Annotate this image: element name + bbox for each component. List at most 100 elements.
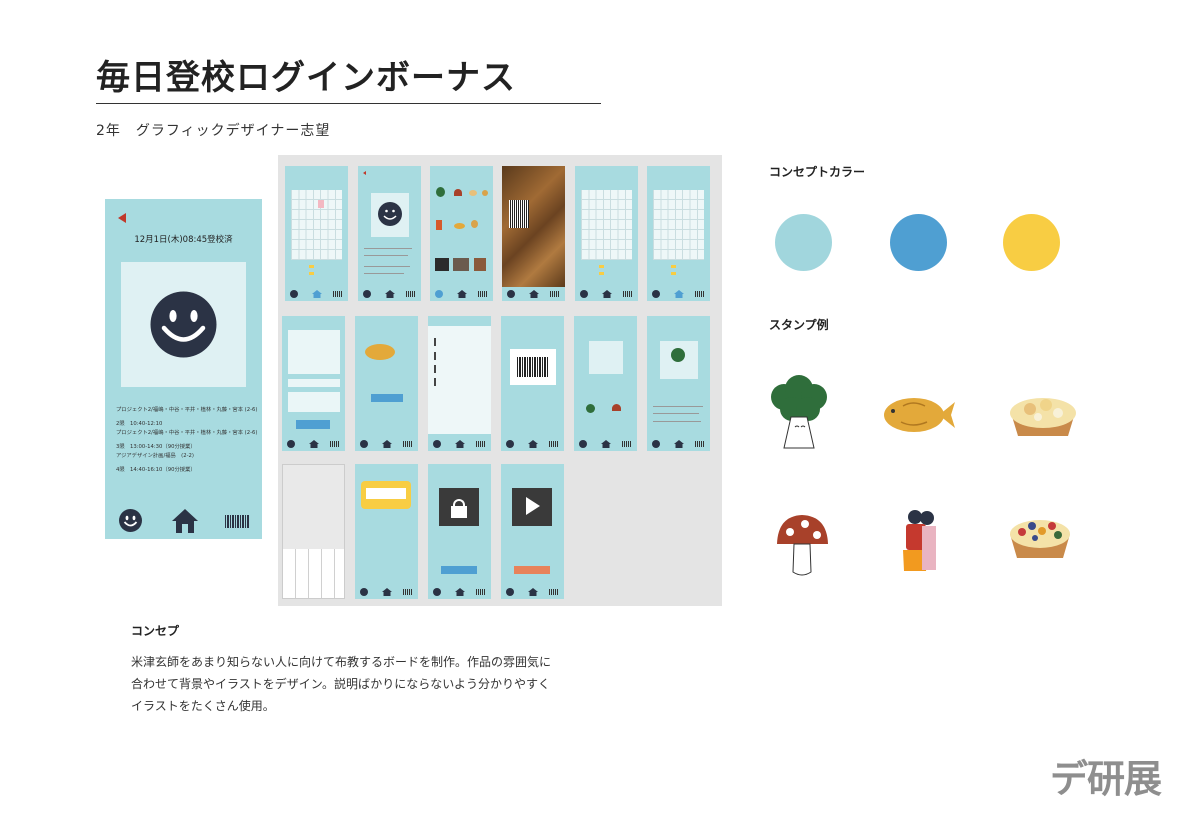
barcode-icon[interactable] bbox=[549, 589, 559, 595]
home-icon[interactable] bbox=[674, 440, 684, 448]
screen-stamp-input bbox=[282, 316, 345, 451]
barcode-icon[interactable] bbox=[695, 291, 705, 297]
home-icon[interactable] bbox=[602, 290, 612, 298]
screen-locked-video bbox=[428, 464, 491, 599]
color-swatch-blue bbox=[890, 214, 947, 271]
concept-line: 合わせて背景やイラストをデザイン。説明ばかりにならないよう分かりやすく bbox=[131, 677, 551, 691]
screen-calendar bbox=[285, 166, 348, 301]
barcode-icon[interactable] bbox=[476, 589, 486, 595]
home-icon[interactable] bbox=[457, 290, 467, 298]
login-date-text: 12月1日(木)08:45登校済 bbox=[134, 235, 233, 245]
deken-logo: デ研展 bbox=[1050, 757, 1162, 801]
barcode-icon[interactable] bbox=[406, 291, 416, 297]
app-mockup-large: 12月1日(木)08:45登校済 プロジェクト2/福嶋・中谷・平井・植林・丸藤・… bbox=[105, 199, 262, 539]
home-icon[interactable] bbox=[601, 440, 611, 448]
bottom-nav bbox=[428, 437, 491, 451]
bottom-nav bbox=[430, 287, 493, 301]
barcode-icon[interactable] bbox=[330, 441, 340, 447]
screen-barcode-photo bbox=[502, 166, 565, 301]
home-icon[interactable] bbox=[528, 440, 538, 448]
screen-home-broccoli bbox=[647, 316, 710, 451]
home-icon[interactable] bbox=[529, 290, 539, 298]
home-icon[interactable] bbox=[309, 440, 319, 448]
home-icon[interactable] bbox=[455, 440, 465, 448]
home-icon[interactable] bbox=[382, 588, 392, 596]
smile-icon[interactable] bbox=[507, 290, 515, 298]
bottom-nav bbox=[428, 585, 491, 599]
screen-input-dialog bbox=[355, 464, 418, 599]
screen-flow-grid bbox=[278, 155, 722, 606]
concept-line: イラストをたくさん使用。 bbox=[131, 699, 275, 713]
bottom-nav bbox=[358, 287, 421, 301]
flatfish-stamp bbox=[884, 398, 955, 432]
calendar-grid bbox=[291, 190, 342, 260]
screen-calendar bbox=[575, 166, 638, 301]
bottom-nav bbox=[285, 287, 348, 301]
smile-icon[interactable] bbox=[506, 588, 514, 596]
smile-icon[interactable] bbox=[433, 588, 441, 596]
barcode-icon[interactable] bbox=[550, 291, 560, 297]
home-icon[interactable] bbox=[674, 290, 684, 298]
smile-icon[interactable] bbox=[287, 440, 295, 448]
home-icon[interactable] bbox=[382, 440, 392, 448]
class-schedule: プロジェクト2/福嶋・中谷・平井・植林・丸藤・宮本 (2-6) 2限 10:40… bbox=[116, 407, 261, 481]
screen-calendar bbox=[647, 166, 710, 301]
smile-icon[interactable] bbox=[652, 290, 660, 298]
page-subtitle: 2年 グラフィックデザイナー志望 bbox=[96, 123, 331, 139]
screen-stamp-detail bbox=[355, 316, 418, 451]
smile-icon[interactable] bbox=[435, 290, 443, 298]
smile-icon[interactable] bbox=[433, 440, 441, 448]
screen-stamp-choose bbox=[574, 316, 637, 451]
bottom-nav bbox=[282, 437, 345, 451]
bottom-nav bbox=[355, 437, 418, 451]
page-title: 毎日登校ログインボーナス bbox=[96, 58, 516, 98]
schedule-line: アジアデザイン計画/福島 (2-2) bbox=[116, 452, 194, 459]
home-icon[interactable] bbox=[455, 588, 465, 596]
back-arrow-icon[interactable] bbox=[118, 213, 126, 223]
stamp-examples-heading: スタンプ例 bbox=[769, 318, 829, 332]
bottom-nav bbox=[647, 287, 710, 301]
barcode-icon[interactable] bbox=[403, 441, 413, 447]
schedule-line: 2限 10:40-12:10 bbox=[116, 421, 163, 428]
calendar-grid bbox=[581, 190, 632, 260]
smile-icon[interactable] bbox=[506, 440, 514, 448]
fruit-tart-stamp bbox=[1010, 398, 1076, 436]
schedule-line: 4限 14:40-16:10（90分授業） bbox=[116, 467, 196, 474]
barcode-icon[interactable] bbox=[623, 291, 633, 297]
smile-icon[interactable] bbox=[580, 290, 588, 298]
screen-play-video bbox=[501, 464, 564, 599]
smile-icon[interactable] bbox=[360, 440, 368, 448]
bottom-nav bbox=[502, 287, 565, 301]
home-icon[interactable] bbox=[171, 508, 199, 534]
bottom-nav bbox=[355, 585, 418, 599]
smile-icon[interactable] bbox=[119, 509, 142, 532]
home-icon[interactable] bbox=[385, 290, 395, 298]
calendar-grid bbox=[653, 190, 704, 260]
bottom-nav bbox=[501, 585, 564, 599]
smile-icon[interactable] bbox=[290, 290, 298, 298]
concept-description: 米津玄師をあまり知らない人に向けて布教するボードを制作。作品の雰囲気に 合わせて… bbox=[131, 651, 601, 717]
barcode-icon[interactable] bbox=[333, 291, 343, 297]
home-icon[interactable] bbox=[528, 588, 538, 596]
home-icon[interactable] bbox=[312, 290, 322, 298]
smile-icon[interactable] bbox=[363, 290, 371, 298]
barcode-icon[interactable] bbox=[476, 441, 486, 447]
barcode-icon[interactable] bbox=[225, 515, 250, 528]
berry-tart-stamp bbox=[1010, 520, 1070, 558]
smile-icon bbox=[150, 291, 217, 358]
smile-icon[interactable] bbox=[360, 588, 368, 596]
screen-barcode bbox=[501, 316, 564, 451]
barcode-icon[interactable] bbox=[478, 291, 488, 297]
smile-icon[interactable] bbox=[579, 440, 587, 448]
concept-heading: コンセプ bbox=[131, 624, 180, 638]
barcode-icon[interactable] bbox=[622, 441, 632, 447]
stamp-display bbox=[121, 262, 246, 387]
screen-stamp-history bbox=[428, 316, 491, 451]
bottom-nav bbox=[575, 287, 638, 301]
screen-stamp-list bbox=[430, 166, 493, 301]
barcode-icon[interactable] bbox=[549, 441, 559, 447]
barcode-icon[interactable] bbox=[403, 589, 413, 595]
smile-icon[interactable] bbox=[652, 440, 660, 448]
bottom-nav bbox=[647, 437, 710, 451]
barcode-icon[interactable] bbox=[695, 441, 705, 447]
